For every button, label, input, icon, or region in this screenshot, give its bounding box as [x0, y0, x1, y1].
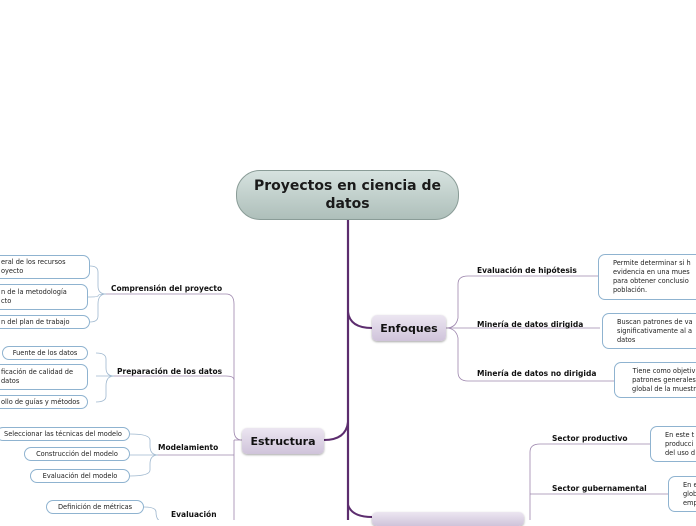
branch-mineria-no-dirigida: [445, 327, 614, 382]
main-topic-enfoques[interactable]: Enfoques: [372, 315, 446, 341]
desc-mineria-dirigida[interactable]: Buscan patrones de va significativamente…: [602, 313, 696, 349]
subtopic-comprension-proyecto[interactable]: Comprensión del proyecto: [111, 284, 223, 293]
subtopic-mineria-dirigida[interactable]: Minería de datos dirigida: [477, 320, 584, 329]
main-topic-label: Estructura: [250, 434, 316, 448]
leaf-metodologia[interactable]: n de la metodología cto: [0, 284, 88, 310]
branch-estructura: [323, 421, 349, 441]
subtopic-sector-productivo[interactable]: Sector productivo: [552, 434, 628, 443]
subtopic-sector-gubernamental[interactable]: Sector gubernamental: [552, 484, 647, 493]
branch-sector-productivo: [529, 443, 650, 520]
branch-bottom: [347, 504, 373, 518]
desc-evaluacion-hipotesis[interactable]: Permite determinar si h evidencia en una…: [598, 254, 696, 300]
leaf-recursos-proyecto[interactable]: eral de los recursos oyecto: [0, 255, 90, 279]
leaf-fuente-datos[interactable]: Fuente de los datos: [2, 346, 88, 360]
main-topic-estructura[interactable]: Estructura: [242, 428, 324, 454]
central-topic[interactable]: Proyectos en ciencia de datos: [236, 170, 459, 220]
main-topic-bottom[interactable]: [372, 512, 524, 526]
subtopic-evaluacion[interactable]: Evaluación: [171, 510, 217, 519]
leaf-evaluacion-modelo[interactable]: Evaluación del modelo: [30, 469, 130, 483]
leaf-definicion-metricas[interactable]: Definición de métricas: [46, 500, 144, 514]
branch-enfoques: [347, 311, 373, 329]
subtopic-mineria-no-dirigida[interactable]: Minería de datos no dirigida: [477, 369, 597, 378]
desc-sector-gubernamental[interactable]: En e glob emp: [668, 476, 696, 512]
leaf-guias-metodos[interactable]: ollo de guías y métodos: [0, 395, 88, 409]
central-topic-title: Proyectos en ciencia de datos: [253, 178, 442, 212]
subtopic-modelamiento[interactable]: Modelamiento: [158, 443, 219, 452]
subtopic-preparacion-datos[interactable]: Preparación de los datos: [117, 367, 223, 376]
branch-estructura-spine: [225, 293, 243, 441]
leaf-calidad-datos[interactable]: ficación de calidad de datos: [0, 364, 88, 390]
main-topic-label: Enfoques: [380, 321, 438, 335]
leaf-construccion-modelo[interactable]: Construcción del modelo: [24, 447, 130, 461]
subtopic-evaluacion-hipotesis[interactable]: Evaluación de hipótesis: [477, 266, 577, 275]
leaf-tecnicas-modelo[interactable]: Seleccionar las técnicas del modelo: [0, 427, 130, 441]
desc-sector-productivo[interactable]: En este t producci del uso d: [650, 426, 696, 462]
branch-evaluacion-hipotesis: [445, 275, 598, 329]
desc-mineria-no-dirigida[interactable]: Tiene como objetiv patrones generales gl…: [614, 362, 696, 398]
leaf-plan-trabajo[interactable]: n del plan de trabajo: [0, 315, 90, 329]
